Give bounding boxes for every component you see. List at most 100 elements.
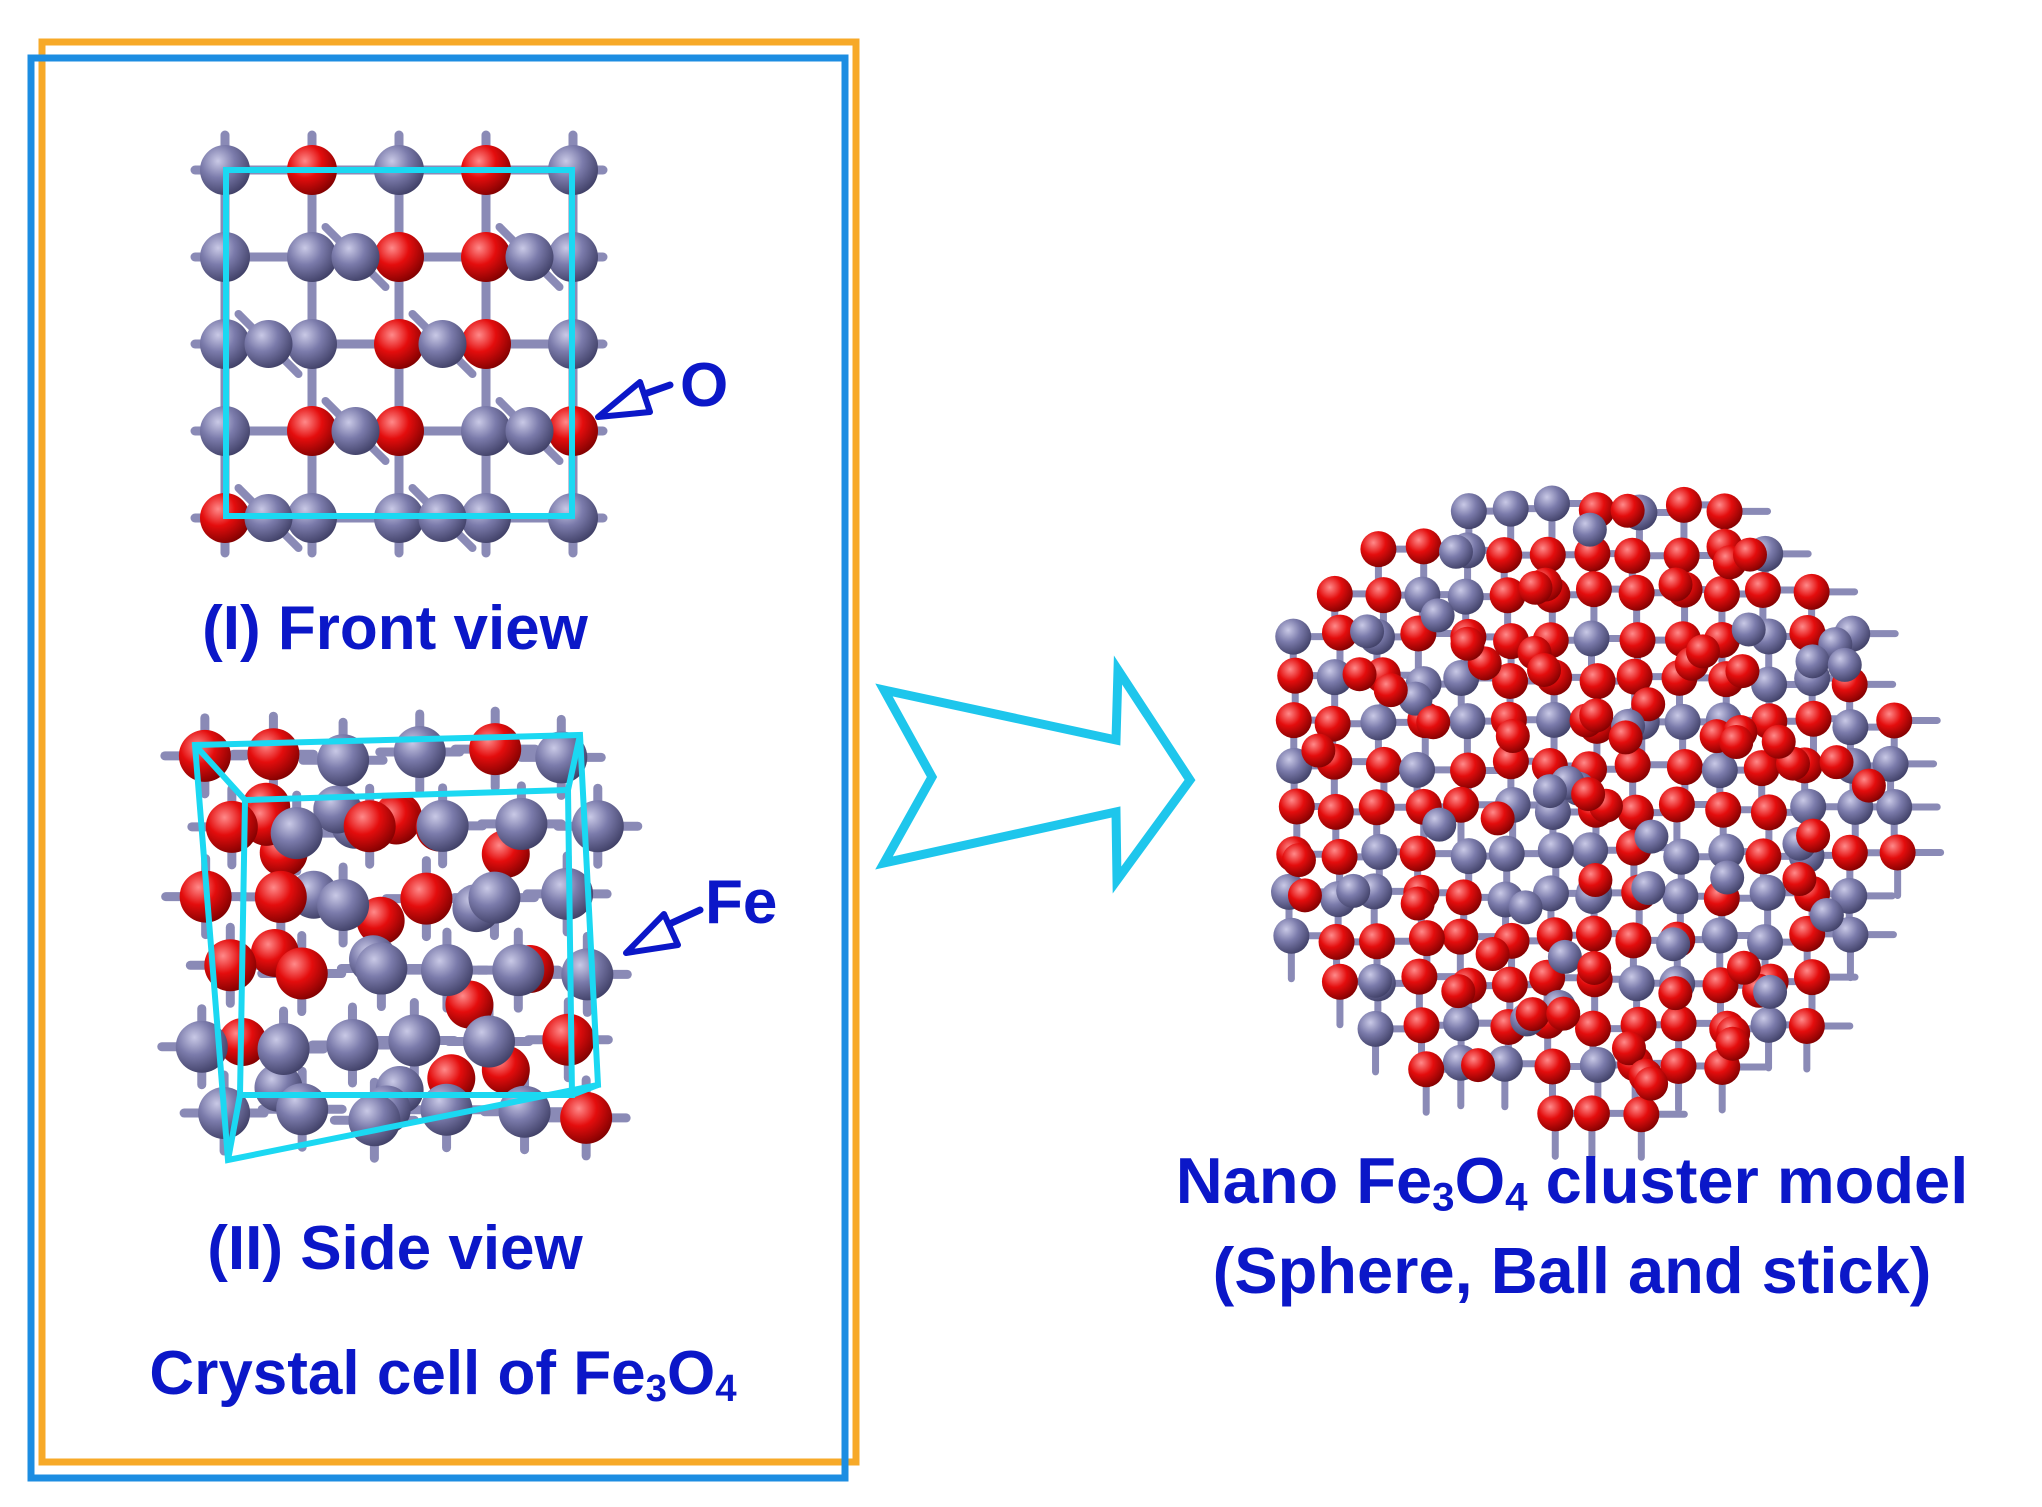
fe-atom <box>1579 1046 1616 1083</box>
o-atom <box>1275 702 1312 739</box>
o-atom <box>1577 950 1612 985</box>
fe-atom <box>270 807 323 860</box>
fe-atom <box>505 233 554 281</box>
right-chevron-arrow-icon <box>875 655 1196 894</box>
o-atom <box>1575 915 1612 952</box>
fe-atom <box>1358 963 1393 998</box>
fe-atom <box>317 734 370 787</box>
o-atom <box>1732 537 1767 572</box>
nano-cluster-caption-line1: Nano Fe3O4 cluster model <box>1175 1144 1969 1220</box>
o-atom <box>1342 657 1377 692</box>
fe-atom <box>1701 917 1738 954</box>
fe-atom <box>1508 890 1543 925</box>
o-atom <box>1461 1048 1496 1083</box>
fe-atom <box>1336 873 1371 908</box>
fe-atom <box>495 797 548 850</box>
o-atom <box>1301 733 1336 768</box>
fe-atom <box>1710 860 1745 895</box>
o-atom <box>1761 724 1796 759</box>
fe-atom <box>571 800 624 853</box>
o-atom <box>1401 958 1438 995</box>
o-atom <box>1287 878 1322 913</box>
o-atom <box>1316 575 1353 612</box>
o-atom <box>1321 963 1358 1000</box>
fe-atom <box>276 1083 329 1136</box>
o-atom <box>1608 720 1643 755</box>
side-unit-cell-outline <box>191 731 602 1164</box>
fe-atom <box>1350 614 1385 649</box>
fe-atom <box>348 1094 401 1147</box>
o-atom <box>1445 879 1482 916</box>
fe-atom <box>1809 897 1844 932</box>
o-atom <box>1685 634 1720 669</box>
o-atom <box>1527 652 1562 687</box>
nano-cluster-caption-line2: (Sphere, Ball and stick) <box>1212 1234 1932 1307</box>
fe-atom <box>1827 647 1862 682</box>
o-atom <box>1515 997 1550 1032</box>
o-atom <box>1665 486 1702 523</box>
o-atom <box>1743 750 1780 787</box>
fe-atom <box>1795 644 1830 679</box>
o-atom <box>1518 570 1553 605</box>
o-atom <box>1703 576 1740 613</box>
fe-atom <box>505 407 554 455</box>
o-atom <box>374 319 424 369</box>
o-atom <box>1793 573 1830 610</box>
o-atom <box>1634 1066 1669 1101</box>
o-atom <box>1788 1007 1825 1044</box>
fe-atom <box>1747 924 1784 961</box>
o-atom <box>1619 622 1656 659</box>
fe-atom <box>1631 870 1666 905</box>
fe-atom <box>1573 620 1610 657</box>
o-atom <box>1318 923 1355 960</box>
fe-callout-label: Fe <box>705 868 778 937</box>
fe-atom <box>1532 774 1567 809</box>
fe-atom <box>1360 704 1397 741</box>
o-atom <box>1663 537 1700 574</box>
fe-atom <box>1536 701 1573 738</box>
o-atom <box>1658 567 1693 602</box>
fe-atom <box>287 319 337 369</box>
o-atom <box>1660 1048 1697 1085</box>
fe-atom <box>1547 939 1582 974</box>
fe-atom <box>1449 703 1486 740</box>
fe-atom <box>1357 1010 1394 1047</box>
fe-atom <box>244 320 293 368</box>
fe-atom <box>257 1022 310 1075</box>
fe-atom <box>492 944 545 997</box>
o-callout-arrow-icon <box>595 379 674 420</box>
fe-atom <box>1532 875 1569 912</box>
fe-atom <box>1488 835 1525 872</box>
o-atom <box>1579 663 1616 700</box>
o-atom <box>1658 976 1693 1011</box>
fe-atom <box>1450 493 1487 530</box>
fe-atom <box>1753 974 1788 1009</box>
o-atom <box>1495 719 1530 754</box>
o-atom <box>1529 536 1566 573</box>
o-atom <box>1876 702 1913 739</box>
fe-atom <box>1273 917 1310 954</box>
fe-atom <box>463 1015 516 1068</box>
o-atom <box>1793 959 1830 996</box>
o-atom <box>1416 705 1451 740</box>
side-view-label: (II) Side view <box>207 1214 583 1283</box>
o-atom <box>1614 746 1651 783</box>
o-atom <box>1750 794 1787 831</box>
o-atom <box>1631 687 1666 722</box>
fe-atom <box>331 233 380 281</box>
fe-atom <box>1537 832 1574 869</box>
o-callout-label: O <box>680 351 729 420</box>
o-atom <box>1442 918 1479 955</box>
o-atom <box>1403 1007 1440 1044</box>
o-atom <box>1486 537 1523 574</box>
fe-atom <box>355 942 408 995</box>
fe-atom <box>1708 833 1745 870</box>
o-atom <box>1705 791 1742 828</box>
o-atom <box>1492 743 1529 780</box>
fe-atom <box>1399 751 1436 788</box>
fe-atom <box>1663 838 1700 875</box>
fe-atom <box>461 406 511 456</box>
fe-atom <box>1533 485 1570 522</box>
o-atom <box>374 406 424 456</box>
